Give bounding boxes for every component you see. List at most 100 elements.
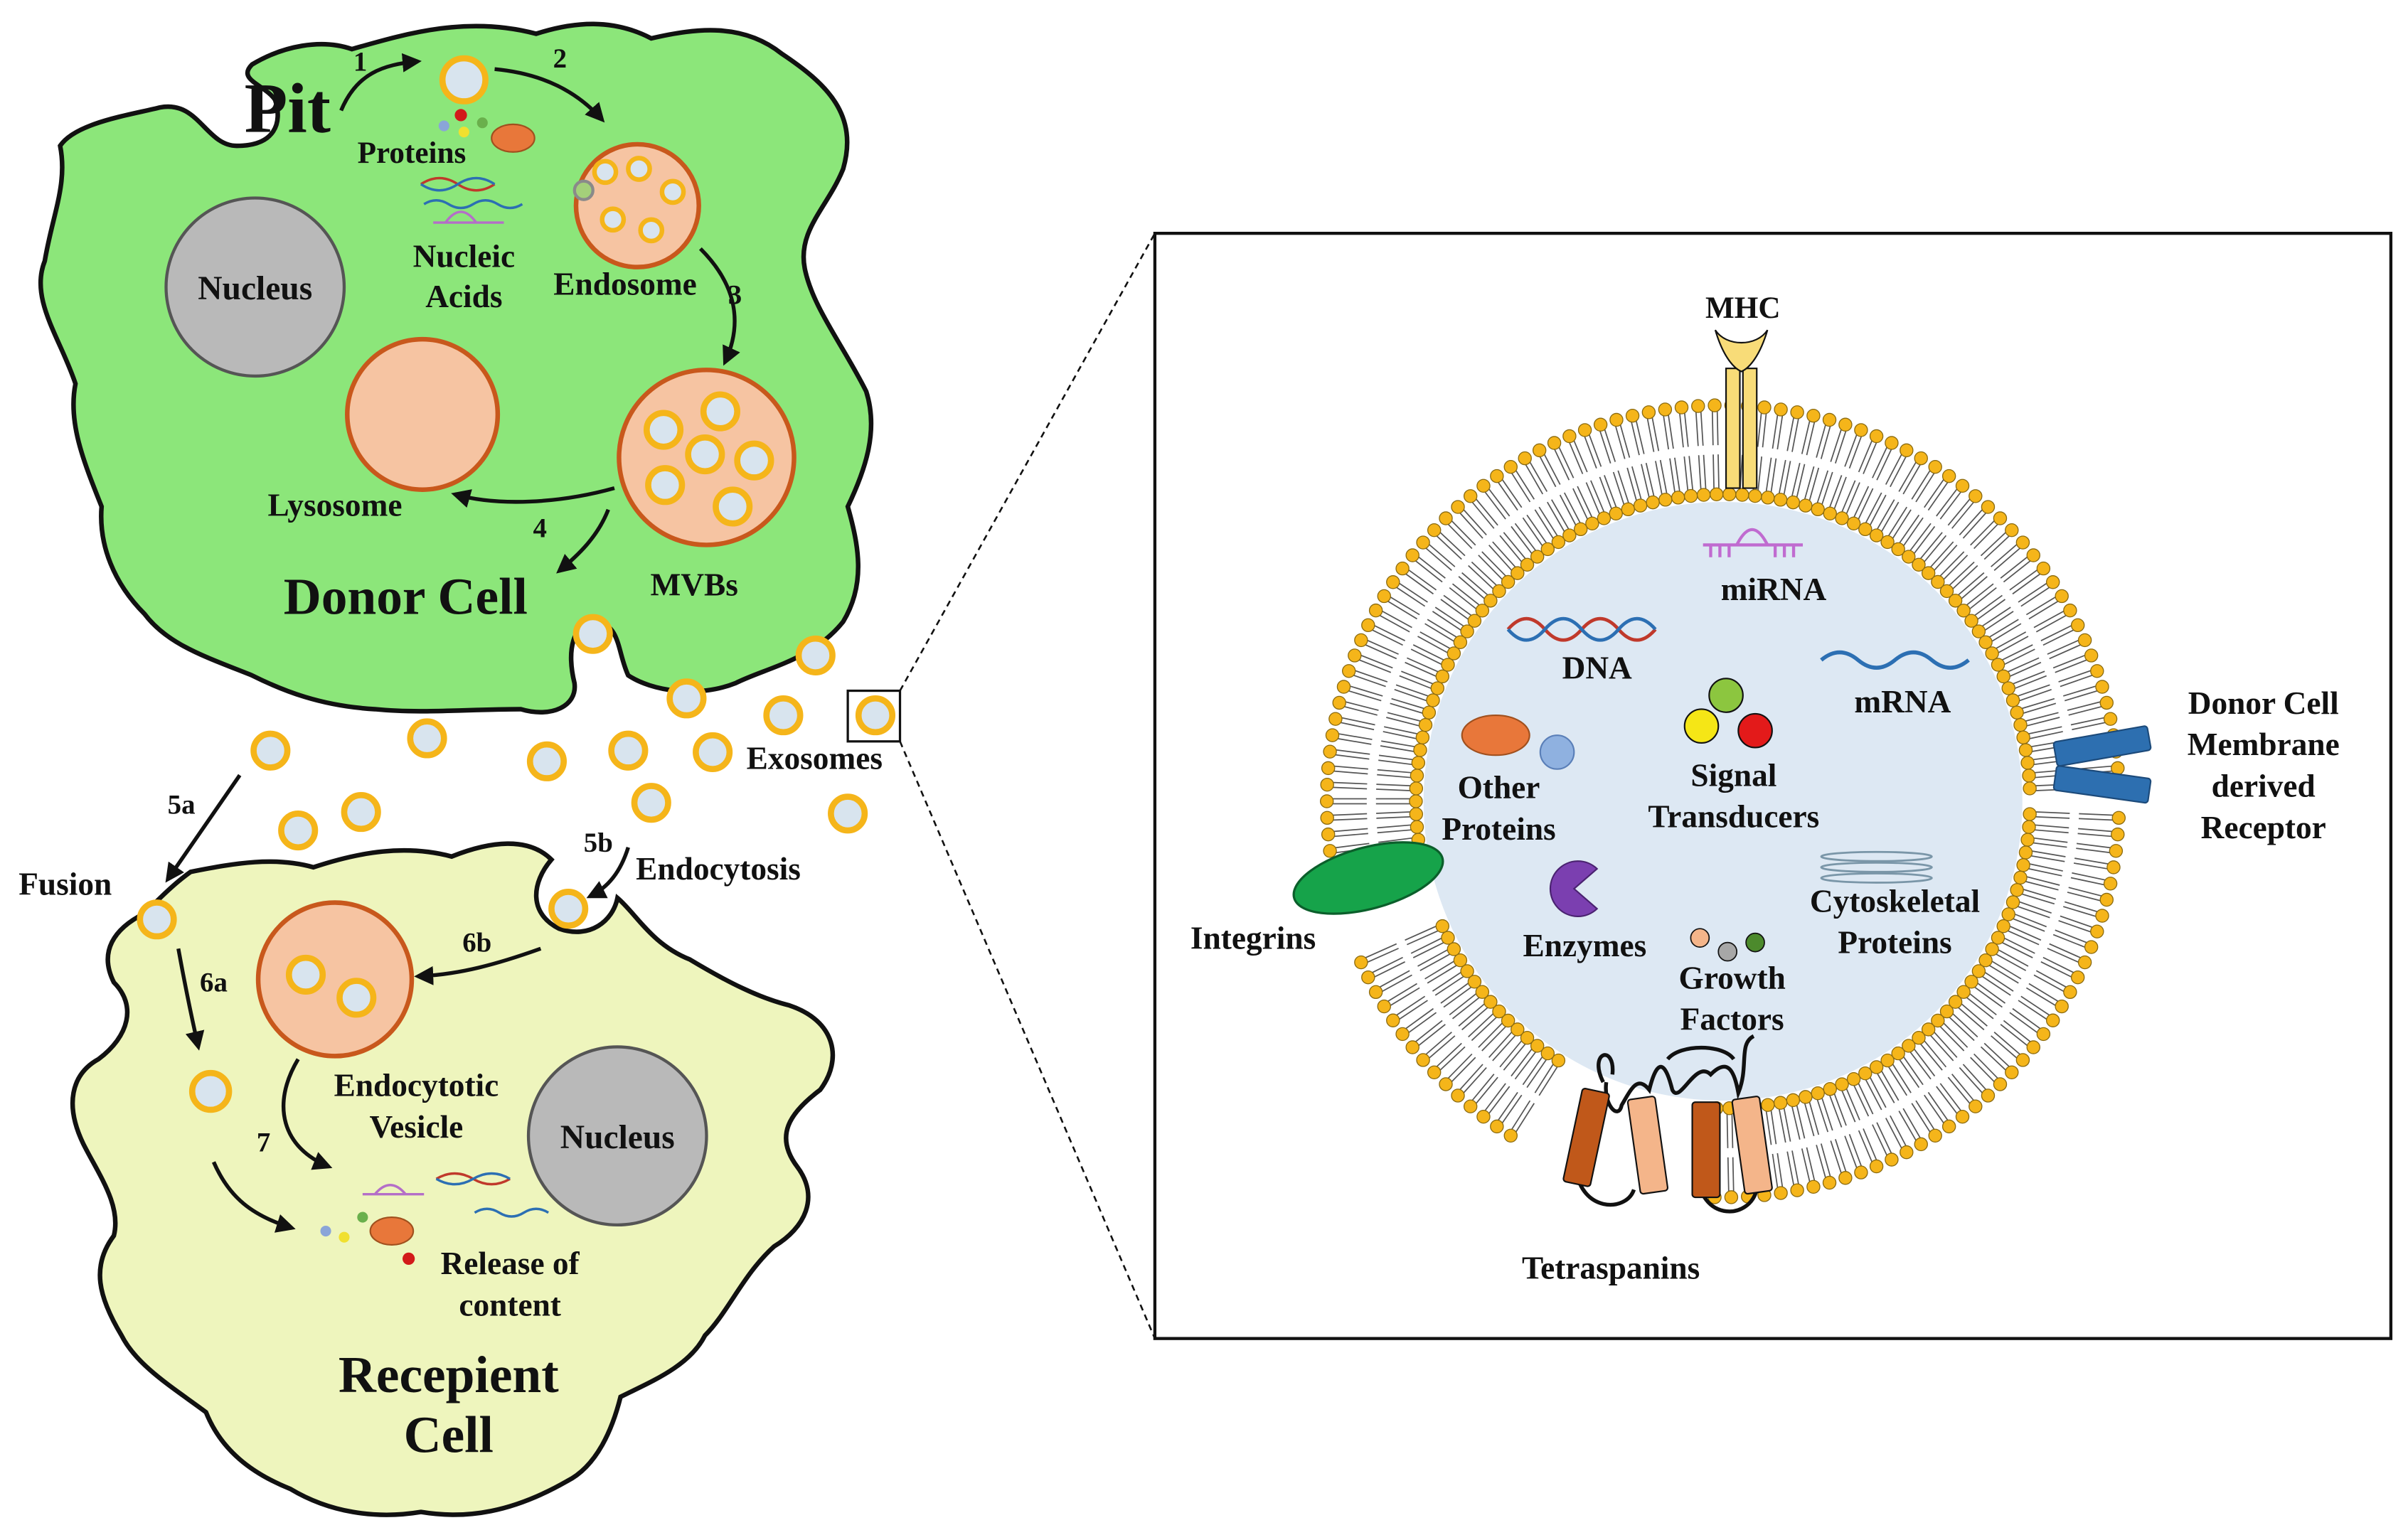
lipid-tail [2073, 862, 2114, 871]
lipid-tail [1962, 508, 1991, 539]
lipid-head [1956, 604, 1971, 618]
growth-factors-icon [1690, 928, 1765, 962]
lipid-tail [2029, 823, 2069, 829]
lipid-head [1577, 423, 1592, 437]
lipid-tail [1629, 416, 1640, 456]
lipid-tail [1383, 731, 1422, 741]
lipid-tail [1377, 769, 1417, 774]
pit-label: Pit [245, 70, 331, 148]
lipid-head [1846, 1071, 1861, 1086]
lipid-tail [1361, 637, 1399, 655]
lipid-tail [1399, 675, 1437, 692]
lipid-tail [1328, 769, 1368, 775]
lipid-tail [1980, 528, 2011, 557]
lipid-head [2015, 1053, 2030, 1067]
lipid-tail [2007, 670, 2045, 687]
lipid-tail [2012, 1007, 2045, 1033]
lipid-tail [1790, 1100, 1801, 1140]
lipid-head [1928, 459, 1942, 474]
lipid-head [1724, 1190, 1739, 1204]
integrin-protein [1292, 841, 1444, 915]
lipid-tail [2077, 765, 2118, 770]
lipid-tail [1815, 470, 1829, 509]
lipid-head [2063, 985, 2077, 1000]
lipid-tail [1339, 700, 1379, 711]
lipid-tail [2020, 995, 2055, 1020]
lipid-tail [1862, 492, 1882, 529]
lipid-tail [1391, 583, 1426, 607]
lipid-tail [1597, 425, 1611, 464]
lipid-tail [1935, 1022, 1965, 1052]
lipid-tail [1511, 525, 1536, 559]
lipid-tail [1538, 506, 1562, 542]
lipid-tail [2020, 583, 2055, 607]
lipid-tail [1348, 673, 1386, 688]
lipid-head [1869, 528, 1884, 542]
lipid-head [1320, 811, 1334, 825]
lipid-tail [1867, 494, 1887, 531]
lipid-tail [2019, 712, 2059, 724]
lipid-head [1441, 658, 1455, 672]
lipid-tail [1807, 467, 1820, 507]
lipid-tail [1455, 508, 1483, 539]
lipid-tail [1488, 545, 1516, 575]
lipid-head [1939, 1004, 1954, 1019]
lipid-tail [1969, 594, 2003, 620]
lipid-tail [1585, 482, 1603, 520]
lipid-tail [1820, 420, 1833, 459]
lipid-head [2084, 940, 2099, 954]
lipid-tail [1876, 1122, 1895, 1159]
lipid-head [1993, 1077, 2008, 1091]
lipid-head [1658, 402, 1673, 417]
lipid-head [1377, 999, 1392, 1014]
lipid-tail [2052, 652, 2091, 669]
lipid-head [1483, 594, 1498, 608]
mirna-label: miRNA [1721, 572, 1827, 607]
lipid-tail [1512, 1103, 1535, 1138]
lipid-head [1422, 705, 1437, 720]
lipid-head [1799, 498, 1813, 513]
lipid-tail [1508, 468, 1531, 503]
lipid-head [2063, 603, 2077, 618]
lipid-tail [1455, 1064, 1483, 1095]
lipid-tail [1953, 572, 1985, 599]
lipid-tail [1481, 1022, 1511, 1052]
lipid-head [1891, 1046, 1905, 1061]
lipid-tail [2042, 956, 2079, 976]
lipid-tail [1400, 569, 1434, 595]
lipid-head [1822, 1175, 1837, 1190]
lipid-head [1955, 1109, 1970, 1124]
lipid-tail [1962, 1064, 1991, 1095]
lipid-head [1969, 489, 1983, 503]
lipid-tail [1384, 726, 1424, 736]
lipid-tail [1839, 1085, 1856, 1123]
lipid-tail [1499, 535, 1526, 567]
lipid-head [1475, 985, 1490, 999]
lipid-tail [1461, 572, 1493, 599]
lipid-tail [1782, 1102, 1791, 1142]
lipid-tail [1683, 456, 1690, 497]
lipid-tail [1827, 475, 1843, 513]
lipid-tail [1626, 467, 1639, 507]
lipid-tail [1678, 407, 1684, 448]
lipid-head [1786, 495, 1801, 510]
lipid-head [1838, 1171, 1853, 1185]
lipid-head [1858, 1066, 1872, 1081]
lipid-tail [1403, 1012, 1437, 1037]
lipid-tail [1536, 451, 1557, 488]
lipid-tail [1443, 1053, 1473, 1084]
lipid-tail [1956, 999, 1988, 1027]
lipid-head [1361, 970, 1375, 985]
lipid-tail [1458, 576, 1490, 604]
lipid-tail [1400, 1007, 1434, 1033]
lipid-tail [2067, 892, 2106, 903]
lipid-tail [2060, 915, 2099, 930]
lipid-tail [1953, 1003, 1985, 1031]
lipid-tail [1376, 783, 1417, 787]
lipid-head [1551, 1053, 1566, 1068]
lipid-head [1540, 1046, 1555, 1061]
step-5a-label: 5a [168, 789, 196, 820]
arrow-step-1 [339, 53, 422, 112]
other-proteins-label-line2: Proteins [1442, 811, 1555, 847]
lipid-tail [1898, 456, 1920, 492]
